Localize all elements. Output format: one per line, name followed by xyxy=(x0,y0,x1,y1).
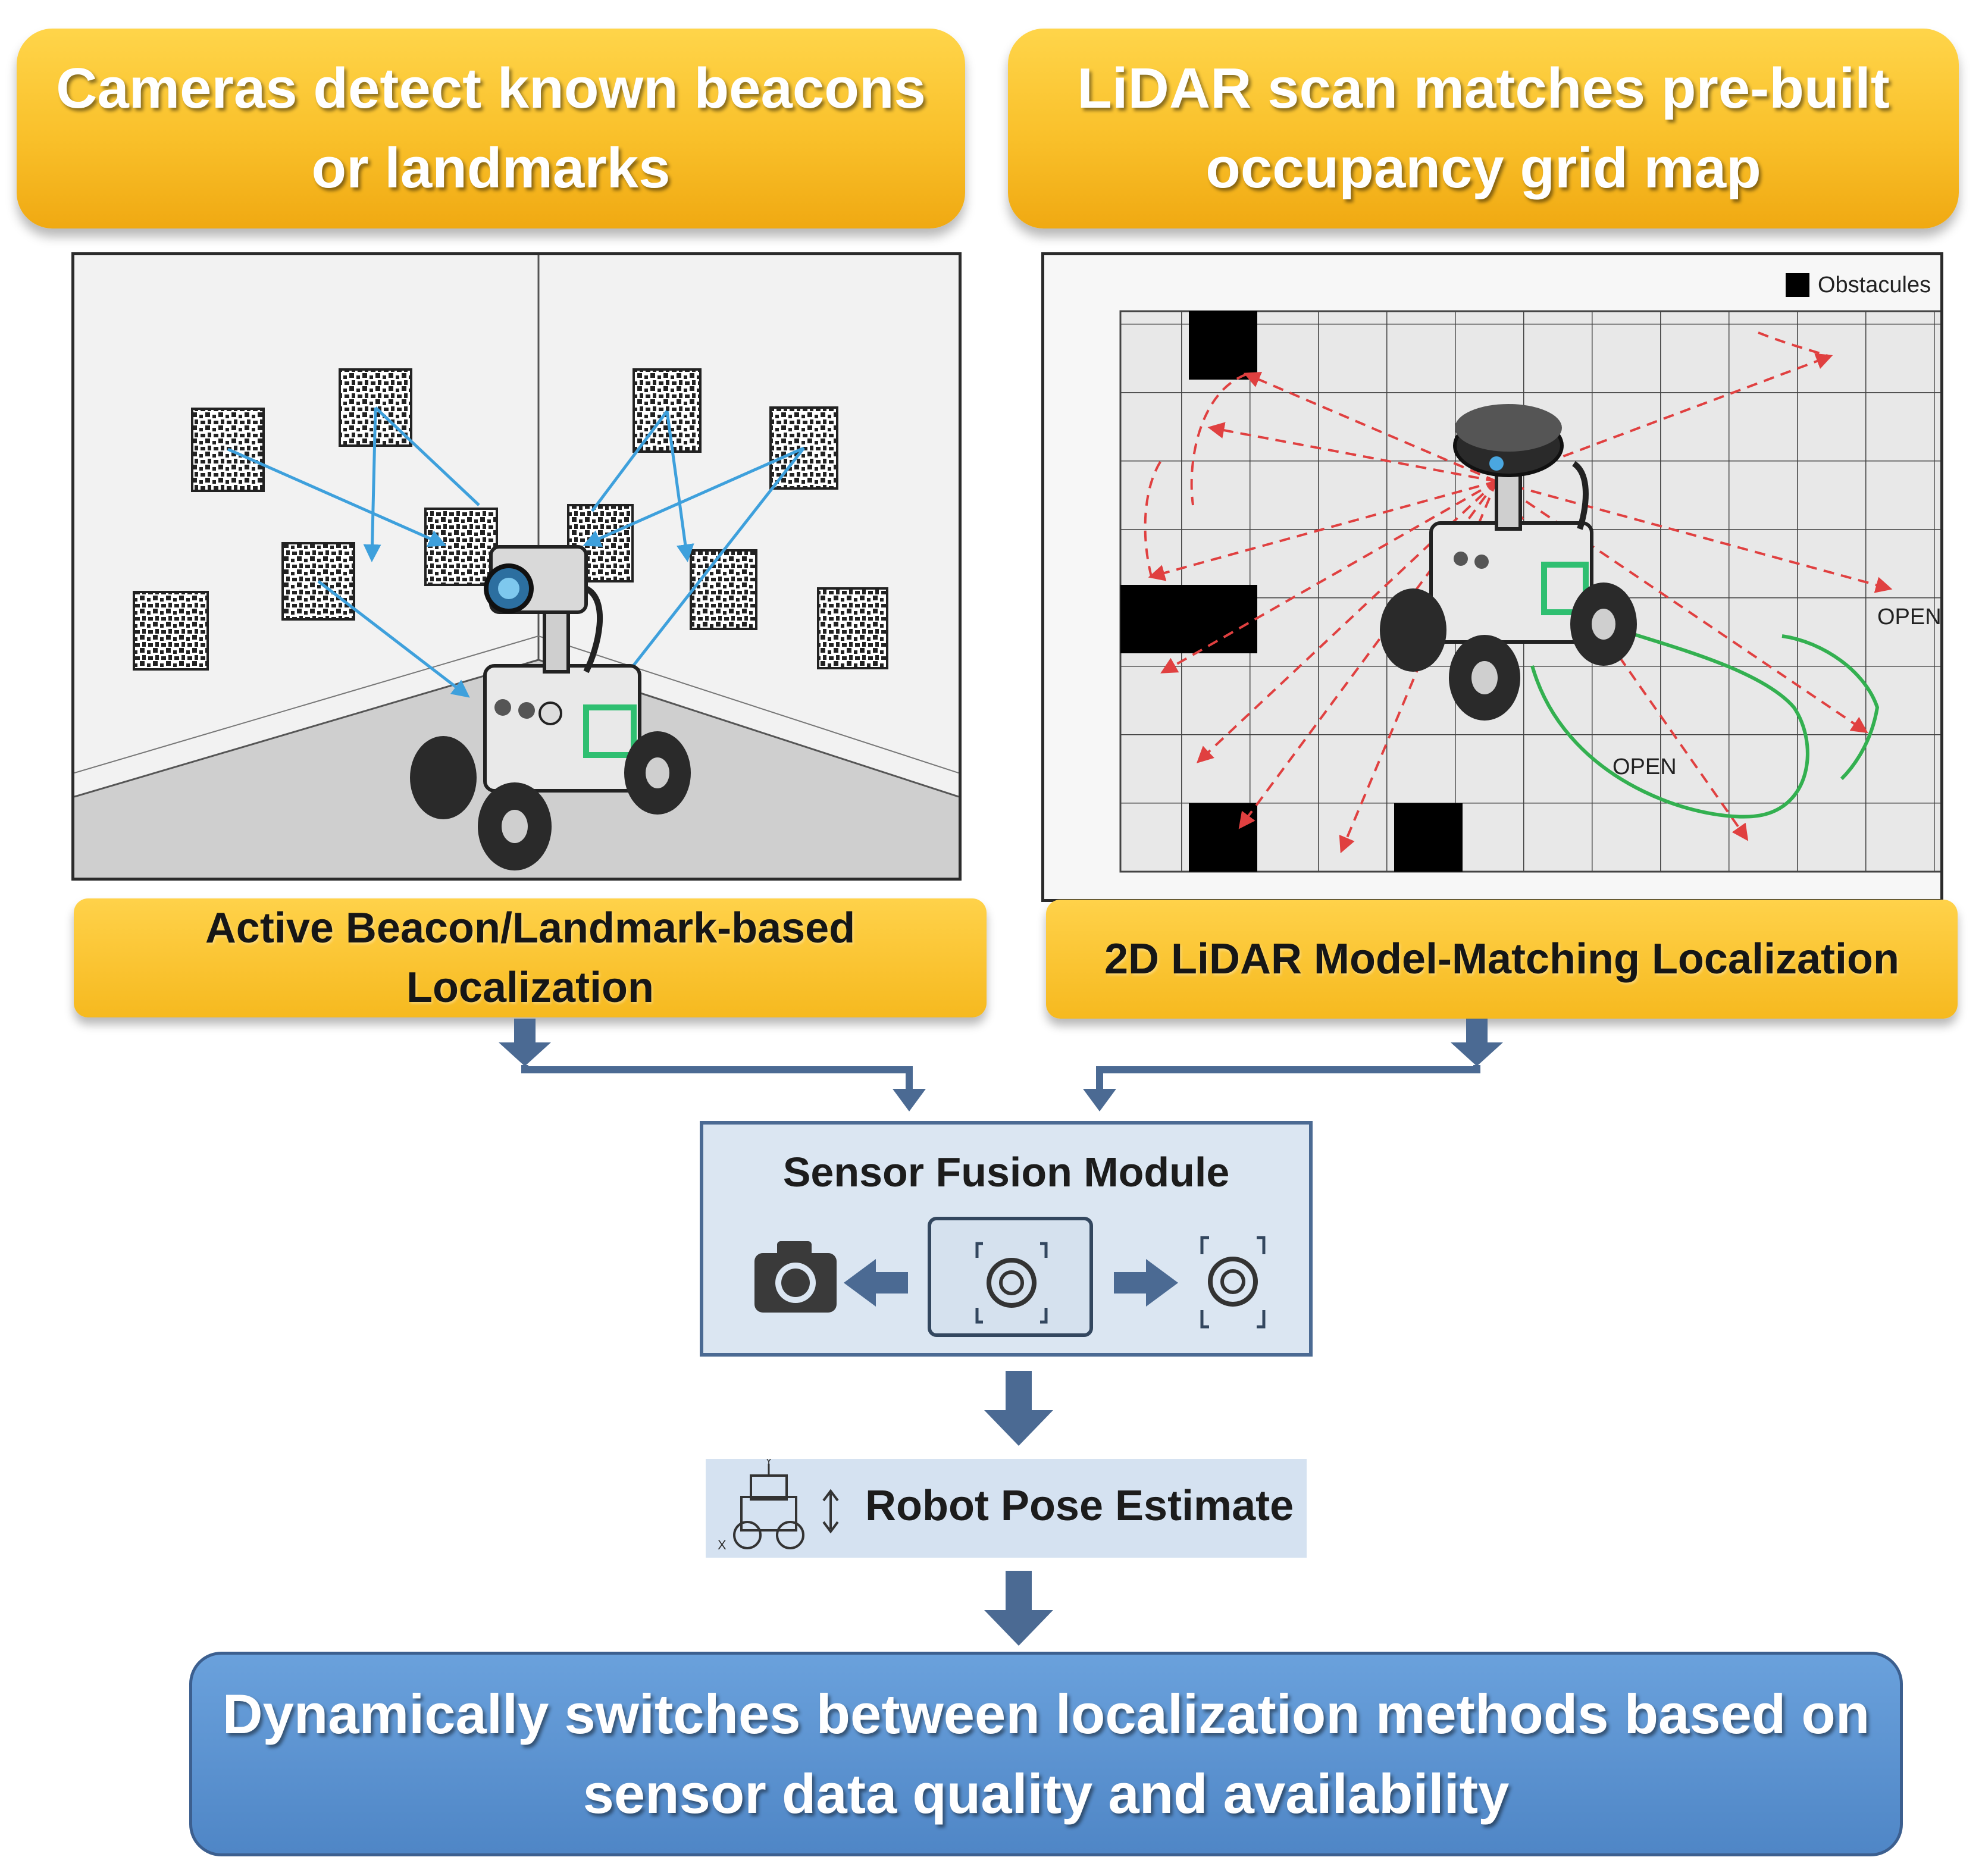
obstacle-legend-label: Obstacules xyxy=(1818,273,1931,297)
dynamic-switching-banner: Dynamically switches between localizatio… xyxy=(189,1652,1903,1856)
left-block-arrow xyxy=(499,1019,551,1066)
sensor-fusion-module: Sensor Fusion Module xyxy=(700,1121,1313,1357)
dynamic-switching-text: Dynamically switches between localizatio… xyxy=(222,1683,1870,1825)
obstacle-legend-swatch xyxy=(1786,273,1809,297)
beacon-localization-label: Active Beacon/Landmark-based Localizatio… xyxy=(74,898,987,1017)
pose-to-output-arrow xyxy=(984,1571,1053,1646)
lidar-banner-text: LiDAR scan matches pre-built occupancy g… xyxy=(1077,57,1890,200)
beacon-detection-lines xyxy=(227,406,805,698)
open-label-right: OPEN xyxy=(1877,605,1940,629)
pose-axis-x: X xyxy=(718,1537,727,1552)
camera-beacon-banner-text: Cameras detect known beacons or landmark… xyxy=(56,57,926,200)
target-icon xyxy=(975,1242,1048,1324)
right-arrow-icon xyxy=(1114,1259,1178,1307)
camera-beacon-banner: Cameras detect known beacons or landmark… xyxy=(17,29,965,228)
left-arrow-icon xyxy=(844,1259,908,1307)
robot-path-loop xyxy=(1530,622,1809,819)
camera-icon xyxy=(754,1241,837,1313)
robot-pose-label: Robot Pose Estimate xyxy=(865,1482,1294,1530)
camera-robot-illustration xyxy=(410,545,691,870)
occupancy-grid-illustration: Obstacules OPEN OPEN xyxy=(1044,255,1940,899)
beacon-localization-label-text: Active Beacon/Landmark-based Localizatio… xyxy=(205,904,856,1011)
occupancy-grid-panel: Obstacules OPEN OPEN xyxy=(1041,252,1943,902)
lidar-robot-illustration xyxy=(1380,404,1637,721)
sensor-fusion-title: Sensor Fusion Module xyxy=(782,1149,1230,1195)
robot-path-arc xyxy=(1781,634,1880,781)
left-connector-head xyxy=(893,1089,926,1111)
beacon-scene-panel xyxy=(71,252,962,881)
right-connector-line xyxy=(1096,1065,1480,1091)
pose-robot-icon: Y X xyxy=(718,1459,839,1552)
lidar-target-icon xyxy=(1200,1236,1266,1329)
obstacle-cells xyxy=(1120,311,1463,872)
lidar-localization-label: 2D LiDAR Model-Matching Localization xyxy=(1046,900,1958,1019)
fusion-icons xyxy=(754,1217,1266,1337)
beacon-scene-illustration xyxy=(74,255,959,878)
lidar-localization-label-text: 2D LiDAR Model-Matching Localization xyxy=(1104,935,1899,983)
lidar-banner: LiDAR scan matches pre-built occupancy g… xyxy=(1008,29,1959,228)
fusion-to-pose-arrow xyxy=(984,1371,1053,1446)
right-block-arrow xyxy=(1451,1019,1503,1066)
up-down-arrow-icon xyxy=(822,1489,839,1534)
open-label-center: OPEN xyxy=(1612,754,1677,779)
center-target-frame xyxy=(928,1217,1093,1337)
robot-pose-estimate: Y X Robot Pose Estimate xyxy=(706,1459,1307,1558)
pose-axis-y: Y xyxy=(765,1459,772,1467)
right-connector-head xyxy=(1083,1089,1116,1111)
left-connector-line xyxy=(521,1065,913,1091)
